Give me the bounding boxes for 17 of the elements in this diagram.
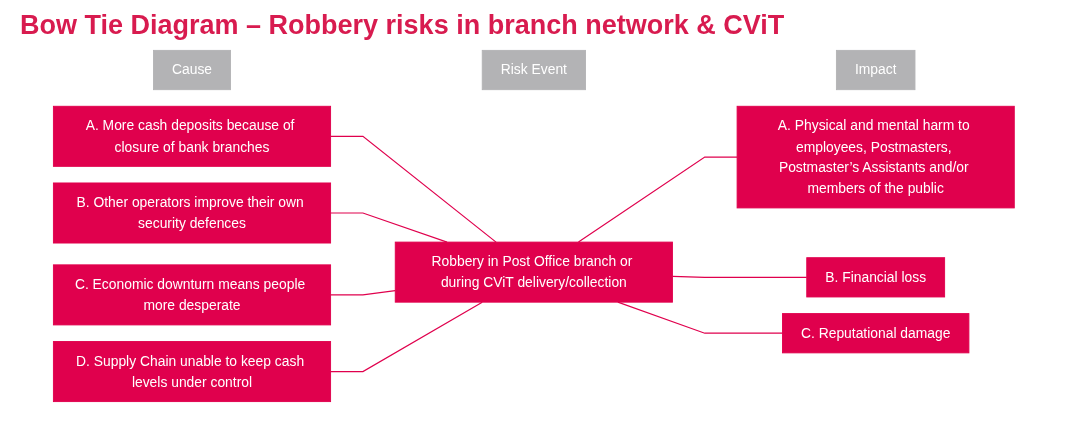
connector: [671, 275, 807, 278]
node-box: A. More cash deposits because of closure of bank branches: [52, 105, 331, 167]
connector: [329, 135, 497, 243]
node-box: C. Reputational damage: [781, 313, 969, 354]
node-box: Robbery in Post Office branch or during CViT delivery/collection: [394, 241, 673, 303]
node-box: Risk Event: [481, 49, 586, 91]
node-box: B. Financial loss: [805, 257, 945, 298]
diagram-title: Bow Tie Diagram – Robbery risks in branch network & CViT: [20, 10, 785, 41]
connector: [577, 156, 738, 243]
node-box: Impact: [835, 49, 916, 91]
node-box: B. Other operators improve their own security defences: [52, 182, 331, 244]
node-box: Cause: [152, 49, 231, 91]
connector: [329, 289, 396, 296]
connector: [329, 301, 483, 373]
node-box: D. Supply Chain unable to keep cash levels under control: [52, 341, 331, 403]
node-box: A. Physical and mental harm to employees, Postmasters, Postmaster’s Assistants and/or members of the public: [736, 105, 1015, 209]
node-box: C. Economic downturn means people more desperate: [52, 264, 331, 326]
